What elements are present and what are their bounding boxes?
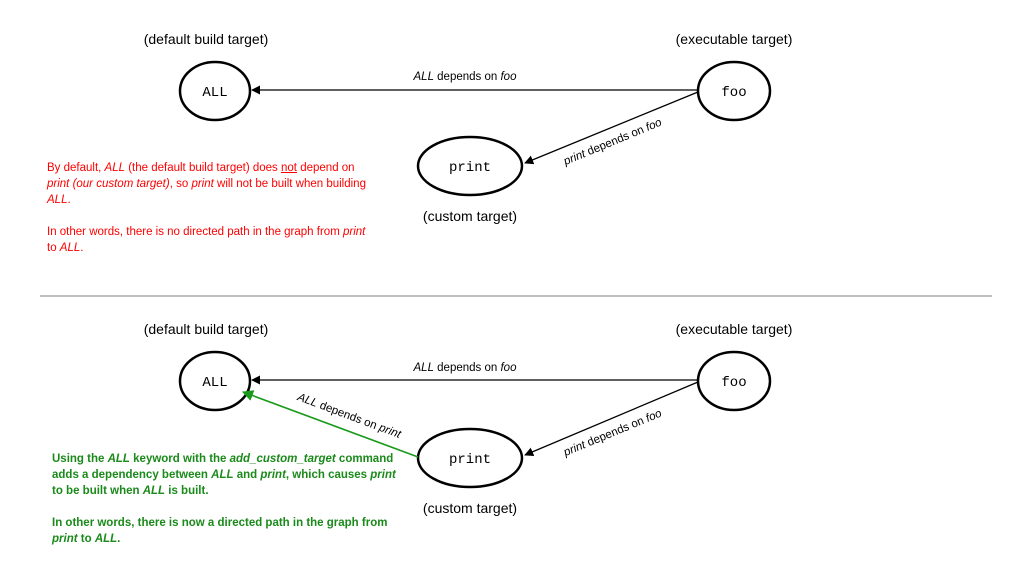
top-node-print-label: print (449, 160, 491, 176)
top-note: By default, ALL (the default build targe… (47, 160, 377, 256)
top-node-foo (696, 60, 772, 122)
bottom-node-foo (696, 350, 772, 412)
bottom-node-foo-label: foo (721, 375, 746, 391)
bottom-edge-foo-to-all-label: ALL depends on foo (413, 362, 518, 374)
bottom-label-all: (default build target) (144, 321, 269, 337)
top-label-foo: (executable target) (676, 31, 793, 47)
bottom-edge-print-to-all-label: ALL depends on print (295, 391, 403, 441)
bottom-node-all (178, 350, 252, 412)
top-label-print: (custom target) (423, 208, 517, 224)
top-node-print (416, 135, 524, 197)
bottom-edge-print-to-all (241, 390, 419, 458)
top-label-all: (default build target) (144, 31, 269, 47)
top-node-all (178, 60, 252, 122)
bottom-node-all-label: ALL (202, 375, 227, 391)
bottom-label-foo: (executable target) (676, 321, 793, 337)
top-edge-foo-to-print (524, 91, 699, 165)
top-node-foo-label: foo (721, 85, 746, 101)
top-node-all-label: ALL (202, 85, 227, 101)
bottom-edge-foo-to-print (524, 381, 699, 457)
bottom-node-print (416, 427, 524, 489)
bottom-note-paragraph-2: In other words, there is now a directed … (52, 517, 388, 545)
top-note-paragraph-1: By default, ALL (the default build targe… (47, 162, 366, 206)
bottom-label-print: (custom target) (423, 500, 517, 516)
bottom-node-print-label: print (449, 452, 491, 468)
bottom-note-paragraph-1: Using the ALL keyword with the add_custo… (52, 453, 396, 497)
top-edge-foo-to-all-label: ALL depends on foo (413, 71, 518, 83)
bottom-note: Using the ALL keyword with the add_custo… (52, 451, 402, 547)
top-note-paragraph-2: In other words, there is no directed pat… (47, 226, 366, 254)
